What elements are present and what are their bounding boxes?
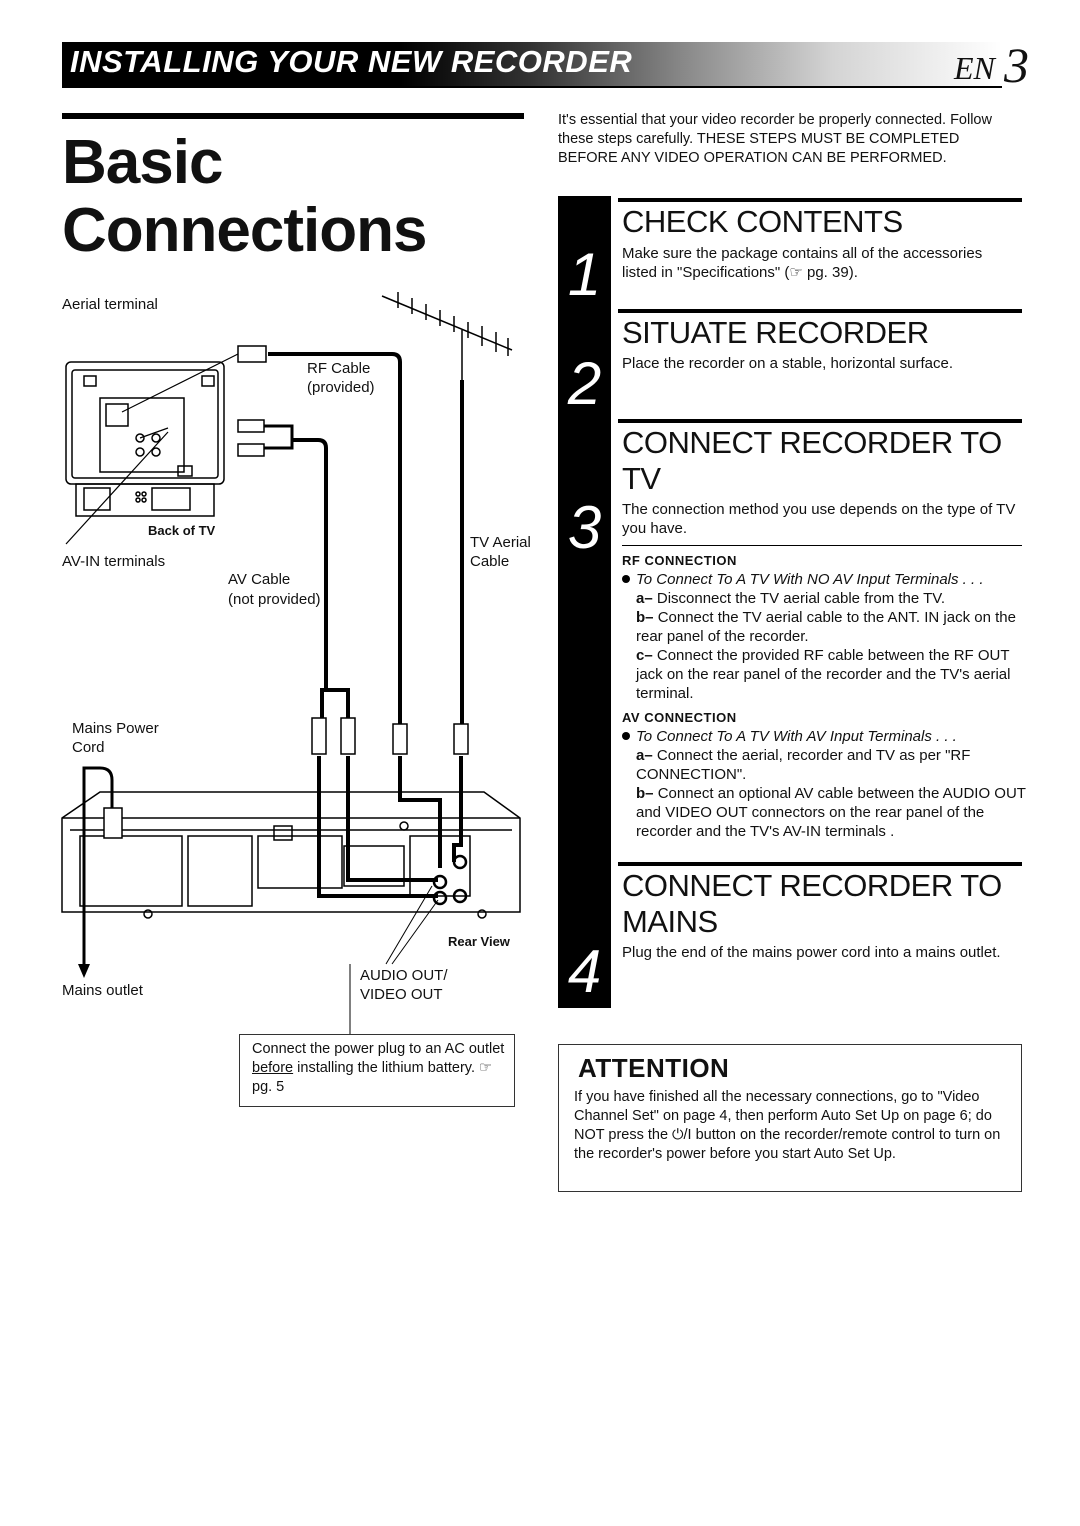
- connection-diagram: [61, 292, 521, 1034]
- av-connection-bullet: To Connect To A TV With AV Input Termina…: [622, 727, 957, 746]
- av-item-a: a– Connect the aerial, recorder and TV a…: [636, 747, 971, 783]
- header-rule: [62, 86, 1002, 88]
- step-number-3: 3: [567, 494, 602, 561]
- rf-item-a: a– Disconnect the TV aerial cable from t…: [636, 590, 946, 607]
- step2-heading: SITUATE RECORDER: [622, 315, 929, 350]
- battery-note-box: [239, 1034, 515, 1107]
- battery-note: Connect the power plug to an AC outlet b…: [252, 1041, 505, 1095]
- label-mains-power: Mains Power: [72, 720, 159, 737]
- step1-rule: [618, 198, 1022, 202]
- step2-text: Place the recorder on a stable, horizont…: [622, 355, 954, 372]
- step4-rule: [618, 862, 1022, 866]
- intro-text: It's essential that your video recorder …: [558, 112, 992, 166]
- step2-rule: [618, 309, 1022, 313]
- label-tv-aerial: TV Aerial: [470, 534, 531, 551]
- rf-connection-heading: RF CONNECTION: [622, 553, 737, 568]
- step4-heading-line2: MAINS: [622, 904, 718, 939]
- bullet-icon: [622, 732, 630, 740]
- page-title-line2: Connections: [62, 196, 427, 265]
- step1-text: Make sure the package contains all of th…: [622, 245, 983, 281]
- bullet-icon: [622, 575, 630, 583]
- page-title-line1: Basic: [62, 128, 223, 197]
- label-av-cable-not-provided: (not provided): [228, 591, 321, 608]
- rf-connection-rule: [622, 545, 1022, 546]
- recorder-rear-illustration: [61, 791, 521, 919]
- aerial-antenna-illustration: [381, 292, 513, 380]
- header-band: [62, 42, 1002, 86]
- av-item-b: b– Connect an optional AV cable between …: [636, 785, 1026, 840]
- step4-text: Plug the end of the mains power cord int…: [622, 944, 1001, 961]
- step-number-1: 1: [567, 241, 602, 308]
- section-title: INSTALLING YOUR NEW RECORDER: [70, 44, 633, 79]
- step3-text: The connection method you use depends on…: [622, 501, 1016, 537]
- label-av-in-terminals: AV-IN terminals: [62, 553, 166, 570]
- label-av-cable: AV Cable: [228, 571, 291, 588]
- step3-heading-line1: CONNECT RECORDER TO: [622, 425, 1002, 460]
- label-mains-power-cord: Cord: [72, 739, 105, 756]
- rf-item-c: c– Connect the provided RF cable between…: [636, 647, 1011, 702]
- label-rf-cable: RF Cable: [307, 360, 371, 377]
- rf-item-b: b– Connect the TV aerial cable to the AN…: [636, 609, 1016, 645]
- power-icon: ⏻/I: [672, 1127, 692, 1143]
- label-rear-view: Rear View: [448, 934, 510, 949]
- label-video-out: VIDEO OUT: [360, 986, 443, 1003]
- step-number-4: 4: [567, 938, 602, 1005]
- attention-box: [558, 1044, 1022, 1192]
- page-language: EN: [954, 50, 995, 86]
- label-mains-outlet: Mains outlet: [62, 982, 143, 999]
- attention-heading: ATTENTION: [578, 1053, 730, 1083]
- av-connection-heading: AV CONNECTION: [622, 710, 737, 725]
- label-tv-aerial-cable: Cable: [470, 553, 510, 570]
- rf-connection-bullet: To Connect To A TV With NO AV Input Term…: [622, 570, 984, 589]
- step3-rule: [618, 419, 1022, 423]
- attention-text: If you have finished all the necessary c…: [574, 1089, 1001, 1162]
- step-number-column: [558, 196, 611, 1008]
- label-audio-out: AUDIO OUT/: [360, 967, 448, 984]
- step4-heading-line1: CONNECT RECORDER TO: [622, 868, 1002, 903]
- label-rf-cable-provided: (provided): [307, 379, 375, 396]
- step-number-2: 2: [567, 350, 602, 417]
- tv-rear-illustration: [65, 361, 225, 517]
- step1-heading: CHECK CONTENTS: [622, 204, 903, 239]
- step3-heading-line2: TV: [622, 461, 661, 496]
- title-rule: [62, 113, 524, 119]
- label-back-of-tv: Back of TV: [148, 523, 216, 538]
- page-number: 3: [1004, 37, 1029, 93]
- label-aerial-terminal: Aerial terminal: [62, 296, 158, 313]
